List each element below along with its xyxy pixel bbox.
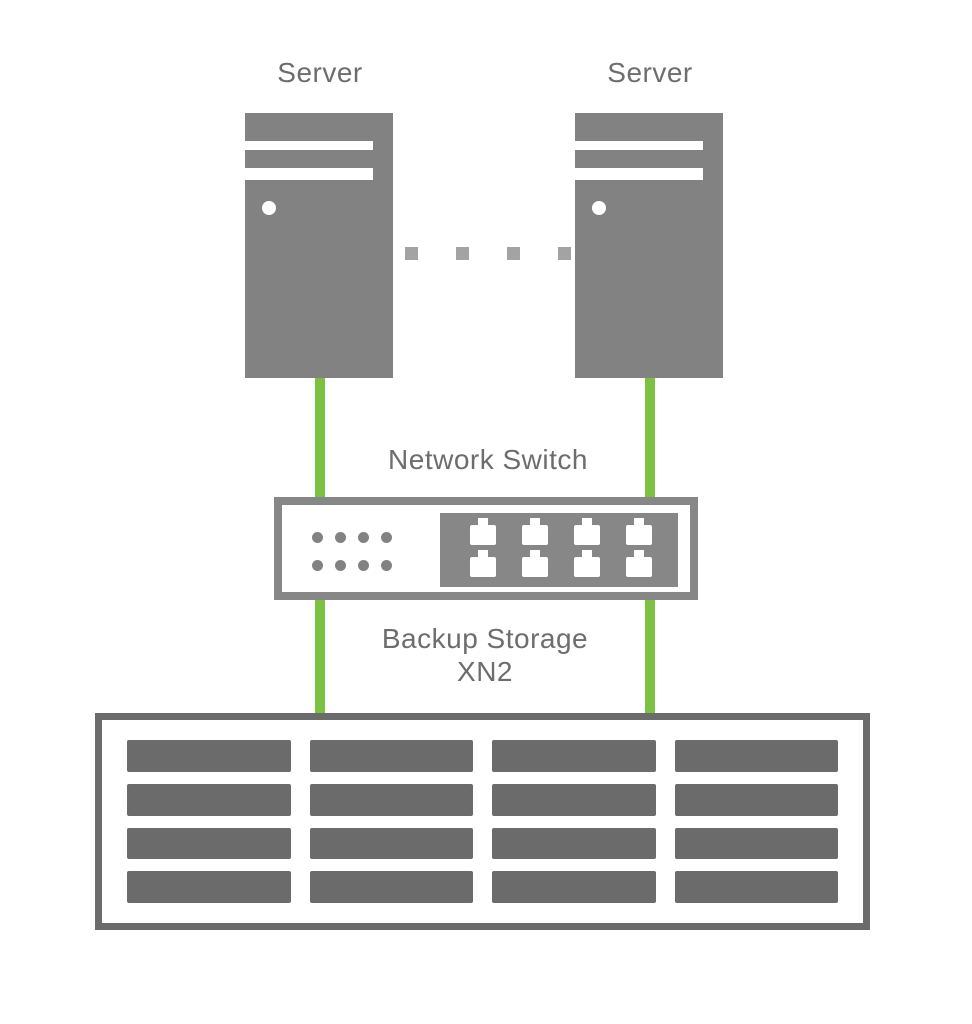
server-left-icon (245, 113, 393, 378)
power-led-icon (592, 201, 606, 215)
drive-bay-icon (309, 783, 473, 816)
drive-bay-icon (127, 740, 291, 772)
drive-bay-icon (492, 871, 656, 903)
drive-bay-icon (309, 871, 473, 903)
power-led-icon (262, 201, 276, 215)
network-switch-icon (274, 497, 698, 600)
storage-label-line2: XN2 (457, 656, 513, 687)
led-dot-icon (381, 532, 392, 543)
ethernet-port-icon (470, 518, 496, 545)
drive-bay-grid (102, 720, 863, 923)
drive-bay-icon (127, 783, 291, 816)
drive-bay-icon (674, 827, 838, 860)
drive-bay-icon (674, 783, 838, 816)
ethernet-port-icon (522, 550, 548, 577)
ethernet-port-icon (626, 518, 652, 545)
server-vent-stripe (575, 141, 703, 150)
led-dot-icon (312, 560, 323, 571)
switch-led-grid (312, 532, 412, 571)
backup-storage-icon (95, 713, 870, 930)
drive-bay-icon (309, 827, 473, 860)
server-right-icon (575, 113, 723, 378)
led-dot-icon (381, 560, 392, 571)
dash-square (558, 247, 571, 260)
led-dot-icon (312, 532, 323, 543)
ethernet-port-icon (626, 550, 652, 577)
drive-bay-icon (309, 740, 473, 772)
ethernet-port-icon (522, 518, 548, 545)
ethernet-port-icon (574, 550, 600, 577)
drive-bay-icon (492, 827, 656, 860)
drive-bay-icon (492, 783, 656, 816)
switch-port-panel (440, 513, 678, 587)
server-left-label: Server (277, 57, 363, 88)
drive-bay-icon (127, 871, 291, 903)
drive-bay-icon (674, 740, 838, 772)
drive-bay-icon (674, 871, 838, 903)
led-dot-icon (335, 560, 346, 571)
server-right-label: Server (607, 57, 693, 88)
drive-bay-icon (127, 827, 291, 860)
ethernet-port-icon (470, 550, 496, 577)
led-dot-icon (358, 532, 369, 543)
server-vent-stripe (245, 168, 373, 180)
ethernet-port-icon (574, 518, 600, 545)
storage-label-line1: Backup Storage (381, 623, 589, 654)
led-dot-icon (335, 532, 346, 543)
storage-label: Backup Storage XN2 (285, 622, 685, 688)
drive-bay-icon (492, 740, 656, 772)
server-vent-stripe (245, 141, 373, 150)
dash-square (405, 247, 418, 260)
switch-label: Network Switch (388, 444, 588, 475)
led-dot-icon (358, 560, 369, 571)
server-vent-stripe (575, 168, 703, 180)
dash-square (507, 247, 520, 260)
server-to-server-dashed-link (405, 247, 571, 260)
dash-square (456, 247, 469, 260)
